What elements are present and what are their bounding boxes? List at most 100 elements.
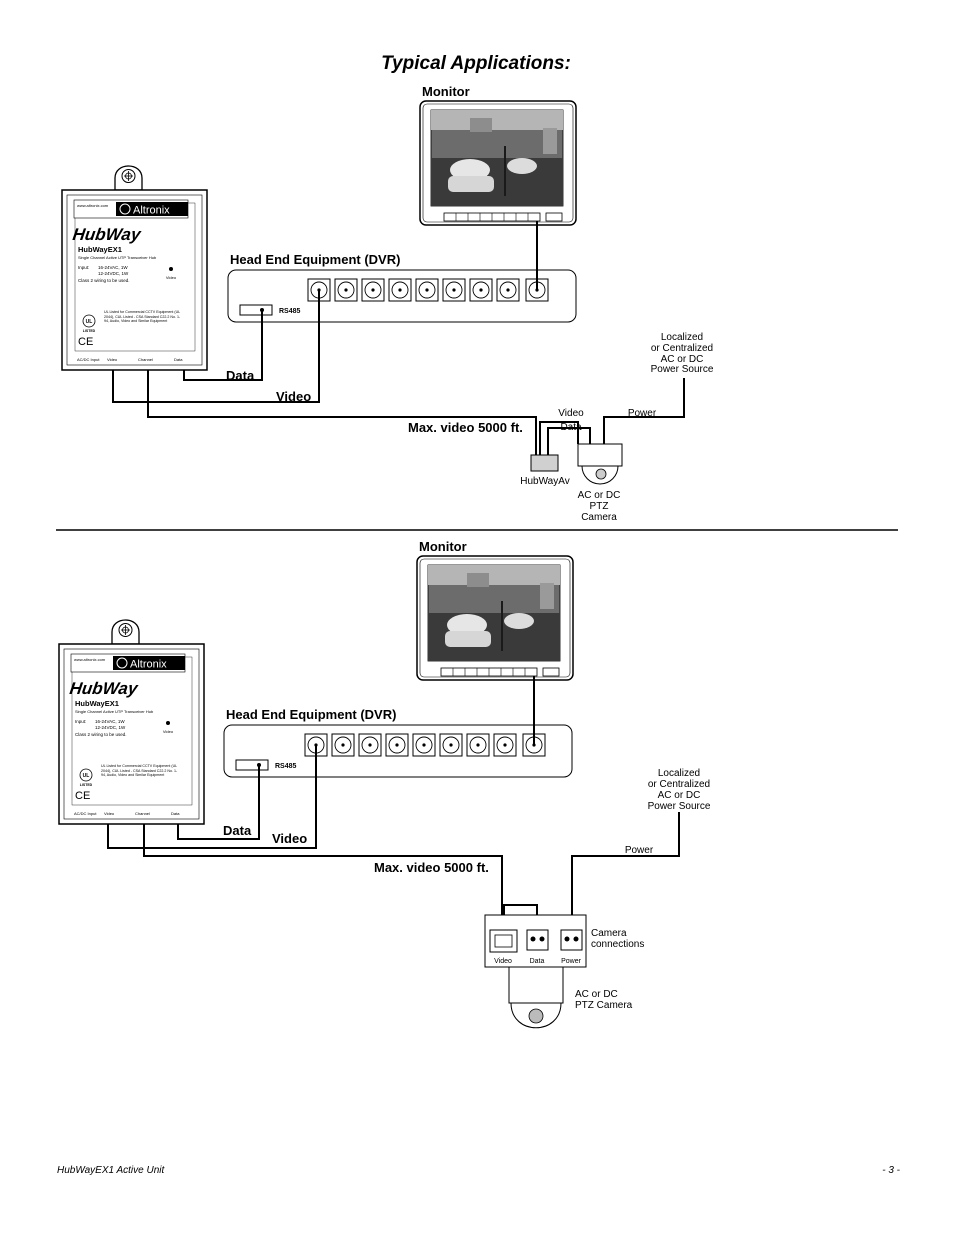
ul-mark xyxy=(82,314,96,328)
hubwayex1-unit: www.altronix.com Altronix HubWay HubWayE… xyxy=(61,165,208,371)
port-label-input: AC/DC Input xyxy=(77,357,100,362)
svg-text:Input:: Input: xyxy=(75,719,86,724)
camera-connections-box xyxy=(484,914,587,968)
hubwayav-unit xyxy=(530,454,559,472)
unit-input-label: Input: xyxy=(78,265,89,270)
hubwayav-label: HubWayAv xyxy=(520,476,569,487)
monitor xyxy=(419,100,577,226)
dvr-label: Head End Equipment (DVR) xyxy=(230,252,400,267)
power-label-2: Power xyxy=(625,845,654,856)
svg-text:Data: Data xyxy=(171,811,180,816)
svg-text:Channel: Channel xyxy=(135,811,150,816)
svg-text:Power Source: Power Source xyxy=(651,364,714,375)
svg-text:Camera: Camera xyxy=(591,928,627,939)
svg-text:16-24VAC, 1W: 16-24VAC, 1W xyxy=(95,719,125,724)
svg-text:Video: Video xyxy=(104,811,115,816)
video-small-label: Video xyxy=(558,408,584,419)
svg-text:or Centralized: or Centralized xyxy=(648,779,710,790)
rs485-label: RS485 xyxy=(279,308,301,315)
svg-text:HubWay: HubWay xyxy=(68,679,140,698)
max-video-label-2: Max. video 5000 ft. xyxy=(374,860,489,875)
data-terminal xyxy=(526,929,549,951)
svg-text:Altronix: Altronix xyxy=(130,659,167,671)
altronix-logo xyxy=(116,202,188,216)
footer-product-name: HubWayEX1 Active Unit xyxy=(57,1165,165,1176)
svg-text:AC or DC: AC or DC xyxy=(661,354,704,365)
max-video-label: Max. video 5000 ft. xyxy=(408,420,523,435)
terminal-label-data: Data xyxy=(530,958,545,965)
monitor-2 xyxy=(416,555,574,681)
svg-text:UL: UL xyxy=(83,773,90,779)
wiring xyxy=(112,221,685,455)
bnc-port-5 xyxy=(415,278,439,302)
footer-page-number: - 3 - xyxy=(882,1165,900,1176)
terminal-label-power: Power xyxy=(561,958,582,965)
svg-text:www.altronix.com: www.altronix.com xyxy=(74,657,106,662)
svg-text:HubWayEX1: HubWayEX1 xyxy=(75,699,119,708)
video-led xyxy=(169,267,173,271)
ul-mark-text: UL xyxy=(86,319,93,325)
svg-text:PTZ Camera: PTZ Camera xyxy=(575,1000,633,1011)
unit-input-dc: 12-24VDC, 1W xyxy=(98,271,129,276)
monitor-label: Monitor xyxy=(422,84,470,99)
svg-text:AC or DC: AC or DC xyxy=(575,989,618,1000)
svg-text:or Centralized: or Centralized xyxy=(651,343,713,354)
power-terminal xyxy=(560,929,583,951)
port-label-channel: Channel xyxy=(138,357,153,362)
power-label: Power xyxy=(628,408,657,419)
video-led-label: Video xyxy=(166,275,177,280)
dvr-2: RS485 xyxy=(223,724,573,778)
camera-label: AC or DC PTZ Camera xyxy=(578,490,621,523)
unit-url: www.altronix.com xyxy=(77,203,109,208)
power-source-label-2: Localized or Centralized AC or DC Power … xyxy=(648,768,711,812)
svg-text:Class 2 wiring to be used.: Class 2 wiring to be used. xyxy=(75,732,127,737)
wiring-2 xyxy=(107,676,680,940)
svg-text:RS485: RS485 xyxy=(275,763,297,770)
video-label: Video xyxy=(276,389,311,404)
ce-mark: CE xyxy=(78,336,93,348)
application-diagram-1: www.altronix.com Altronix HubWay HubWayE… xyxy=(61,84,714,523)
bnc-port-4 xyxy=(388,278,412,302)
monitor-label-2: Monitor xyxy=(419,539,467,554)
svg-text:AC/DC Input: AC/DC Input xyxy=(74,811,97,816)
port-label-data: Data xyxy=(174,357,183,362)
svg-text:connections: connections xyxy=(591,939,644,950)
svg-text:Camera: Camera xyxy=(581,512,617,523)
rs485-port xyxy=(239,304,273,316)
ptz-camera xyxy=(577,443,623,485)
camera-label-2: AC or DC PTZ Camera xyxy=(575,989,633,1011)
bnc-port-6 xyxy=(442,278,466,302)
unit-description: Single Channel Active UTP Transceiver Hu… xyxy=(78,255,157,260)
listed-text: LISTED xyxy=(83,329,96,333)
svg-text:PTZ: PTZ xyxy=(590,501,609,512)
svg-text:Power Source: Power Source xyxy=(648,801,711,812)
bnc-port-7 xyxy=(469,278,493,302)
unit-model: HubWayEX1 xyxy=(78,245,122,254)
data-label-2: Data xyxy=(223,823,252,838)
data-label: Data xyxy=(226,368,255,383)
ul-note: UL Listed for Commercial CCTV Equipment … xyxy=(104,310,181,324)
data-small-label: Data xyxy=(560,422,582,433)
bnc-port-8 xyxy=(496,278,520,302)
video-terminal xyxy=(489,929,518,953)
svg-text:Localized: Localized xyxy=(661,332,703,343)
page-title: Typical Applications: xyxy=(381,53,571,74)
ptz-dome-camera xyxy=(508,966,564,1029)
svg-text:Single Channel Active UTP Tran: Single Channel Active UTP Transceiver Hu… xyxy=(75,709,154,714)
dvr-label-2: Head End Equipment (DVR) xyxy=(226,707,396,722)
port-label-video: Video xyxy=(107,357,118,362)
hubwayex1-unit-2: www.altronix.com Altronix HubWay HubWayE… xyxy=(58,619,205,825)
svg-text:CE: CE xyxy=(75,790,90,802)
svg-text:AC or DC: AC or DC xyxy=(658,790,701,801)
unit-brand: Altronix xyxy=(133,205,170,217)
svg-text:Video: Video xyxy=(163,729,174,734)
unit-class-note: Class 2 wiring to be used. xyxy=(78,278,130,283)
svg-text:LISTED: LISTED xyxy=(80,783,93,787)
video-label-2: Video xyxy=(272,831,307,846)
svg-text:Localized: Localized xyxy=(658,768,700,779)
svg-text:AC or DC: AC or DC xyxy=(578,490,621,501)
unit-input-ac: 16-24VAC, 1W xyxy=(98,265,128,270)
bnc-port-2 xyxy=(334,278,358,302)
dvr: RS485 xyxy=(227,269,577,323)
